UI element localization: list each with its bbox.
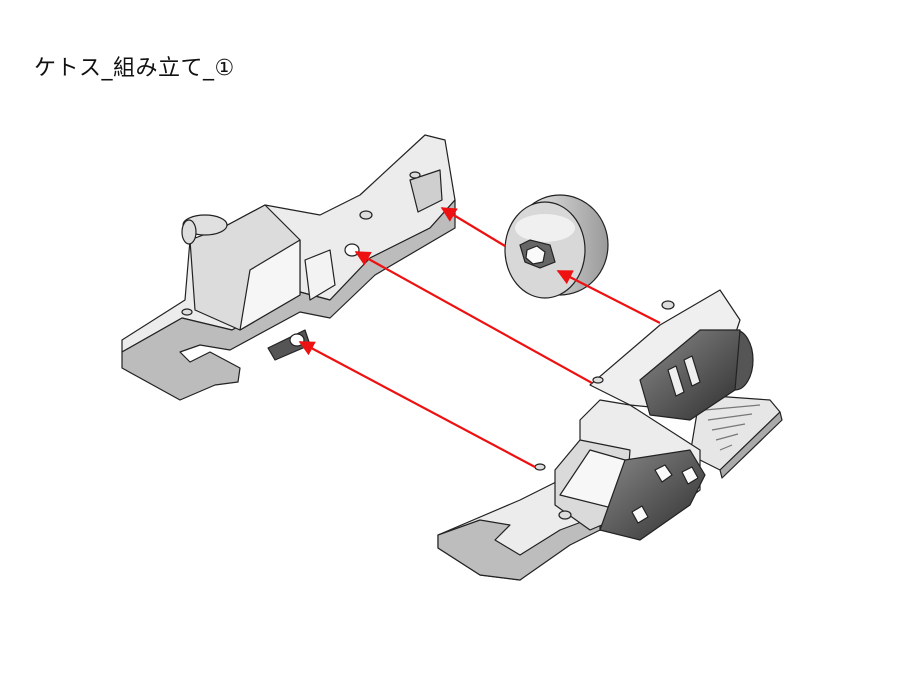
arrow-disk-to-left-frame (440, 207, 506, 247)
arrow-right-frame-to-left-frame-low (298, 341, 536, 468)
left-frame-part (121, 134, 456, 401)
disk-part (504, 194, 609, 299)
right-frame-part (437, 289, 783, 581)
arrow-right-frame-to-left-frame-mid (354, 251, 593, 384)
page-title: ケトス_組み立て_① (34, 56, 235, 81)
assembly-arrows (298, 207, 661, 468)
arrow-right-frame-to-disk (556, 270, 661, 324)
